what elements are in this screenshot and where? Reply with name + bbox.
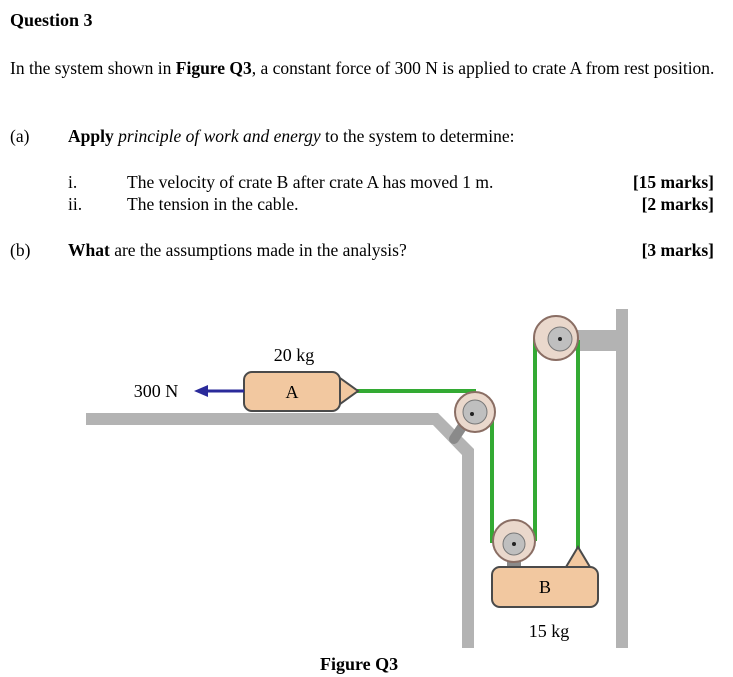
item-ii-number: ii. bbox=[68, 194, 83, 214]
part-a-principle: principle of work and energy bbox=[118, 126, 321, 146]
part-b-question: What are the assumptions made in the ana… bbox=[68, 240, 407, 261]
crate-b-hook bbox=[564, 545, 592, 568]
item-i-marks: [15 marks] bbox=[632, 172, 714, 192]
item-i-text: The velocity of crate B after crate A ha… bbox=[127, 172, 494, 192]
corner-pulley bbox=[454, 391, 496, 433]
part-a-rest: to the system to determine: bbox=[320, 126, 515, 146]
item-ii-text: The tension in the cable. bbox=[127, 194, 299, 214]
part-a-instruction: Apply principle of work and energy to th… bbox=[68, 126, 515, 147]
intro-figure-ref: Figure Q3 bbox=[175, 58, 252, 78]
crate-a-label: A bbox=[286, 382, 299, 402]
crate-b bbox=[491, 566, 599, 608]
intro-prefix: In the system shown in bbox=[10, 58, 176, 78]
part-a-verb: Apply bbox=[68, 126, 114, 146]
crate-a-mass-label: 20 kg bbox=[274, 345, 315, 365]
part-b-marks: [3 marks] bbox=[641, 240, 714, 260]
ground-surface bbox=[86, 413, 474, 648]
moving-pulley bbox=[492, 519, 536, 563]
intro-suffix: , a constant force of 300 N is applied t… bbox=[251, 58, 715, 78]
part-b-label: (b) bbox=[10, 240, 31, 260]
force-label: 300 N bbox=[134, 381, 179, 401]
figure-caption: Figure Q3 bbox=[320, 654, 399, 674]
item-i-number: i. bbox=[68, 172, 78, 192]
force-arrow-head bbox=[194, 385, 208, 397]
crate-b-mass-label: 15 kg bbox=[529, 621, 570, 641]
question-intro: In the system shown in Figure Q3, a cons… bbox=[10, 57, 720, 79]
crate-b-label: B bbox=[539, 577, 551, 597]
top-pulley bbox=[533, 315, 579, 361]
part-a-label: (a) bbox=[10, 126, 30, 146]
part-b-verb: What bbox=[68, 240, 110, 260]
right-wall bbox=[616, 309, 628, 648]
question-title: Question 3 bbox=[10, 10, 93, 30]
part-b-rest: are the assumptions made in the analysis… bbox=[109, 240, 407, 260]
crate-a-hook bbox=[339, 376, 360, 406]
item-ii-marks: [2 marks] bbox=[641, 194, 714, 214]
